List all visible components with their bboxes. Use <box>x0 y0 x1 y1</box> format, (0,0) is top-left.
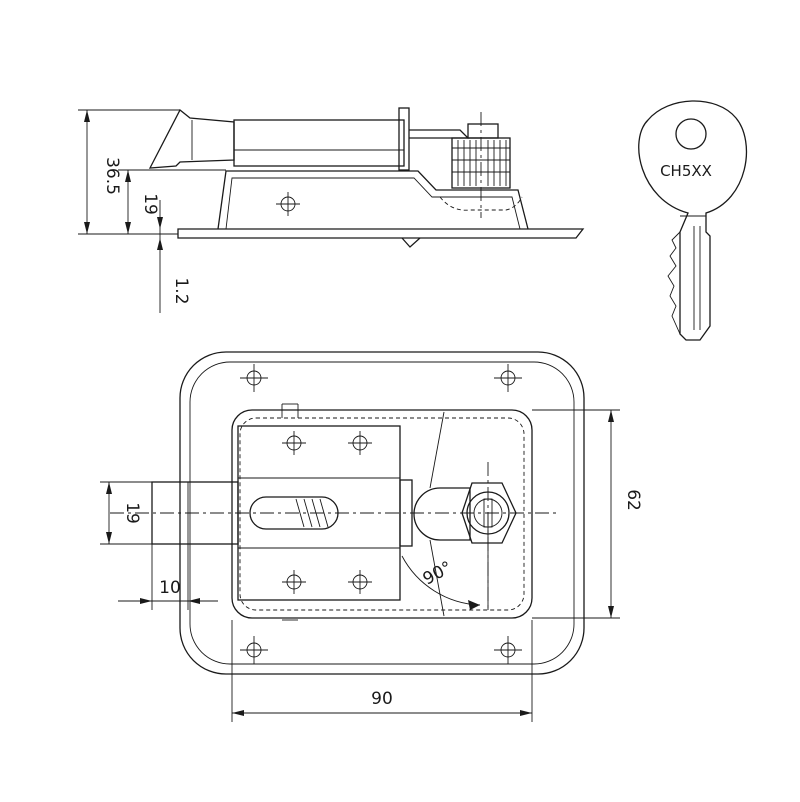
key-code-label: CH5XX <box>660 162 712 180</box>
side-flange-plate <box>177 228 585 239</box>
side-view: 36.5 19 1.2 <box>78 107 585 313</box>
dim-bolt-width: 19 <box>122 502 142 524</box>
dim-overall-height: 36.5 <box>102 157 122 195</box>
rivet-1 <box>282 431 306 455</box>
mount-hole-bl <box>240 636 268 664</box>
side-cylinder-knurl <box>452 140 510 186</box>
side-pan-inner <box>225 177 521 230</box>
dim-body-height: 19 <box>140 193 160 215</box>
key-drawing: CH5XX <box>638 100 748 341</box>
top-pan <box>231 409 533 619</box>
mount-hole-tr <box>494 364 522 392</box>
dim-bolt-throw: 10 <box>159 578 181 598</box>
key-ring-hole <box>675 118 707 150</box>
rivet-4 <box>348 570 372 594</box>
mount-hole-br <box>494 636 522 664</box>
side-latch-housing <box>233 119 405 167</box>
top-slot <box>249 496 339 530</box>
rivet-2 <box>348 431 372 455</box>
side-clip <box>401 237 421 248</box>
top-view: 90° <box>100 351 643 722</box>
rivet-3 <box>282 570 306 594</box>
mount-hole-tl <box>240 364 268 392</box>
side-bolt-tongue <box>148 108 235 169</box>
dim-overall-length: 62 <box>623 489 643 511</box>
key-outline <box>638 100 748 341</box>
dim-overall-width: 90 <box>371 689 393 709</box>
key-cuts <box>667 231 681 335</box>
side-cylinder-cap <box>467 123 499 139</box>
dim-plate-thickness: 1.2 <box>171 277 191 304</box>
side-pan-outer <box>217 170 529 230</box>
side-lever-arm <box>409 129 470 139</box>
top-cam-lever <box>413 487 471 541</box>
side-upright-tab <box>398 107 410 171</box>
